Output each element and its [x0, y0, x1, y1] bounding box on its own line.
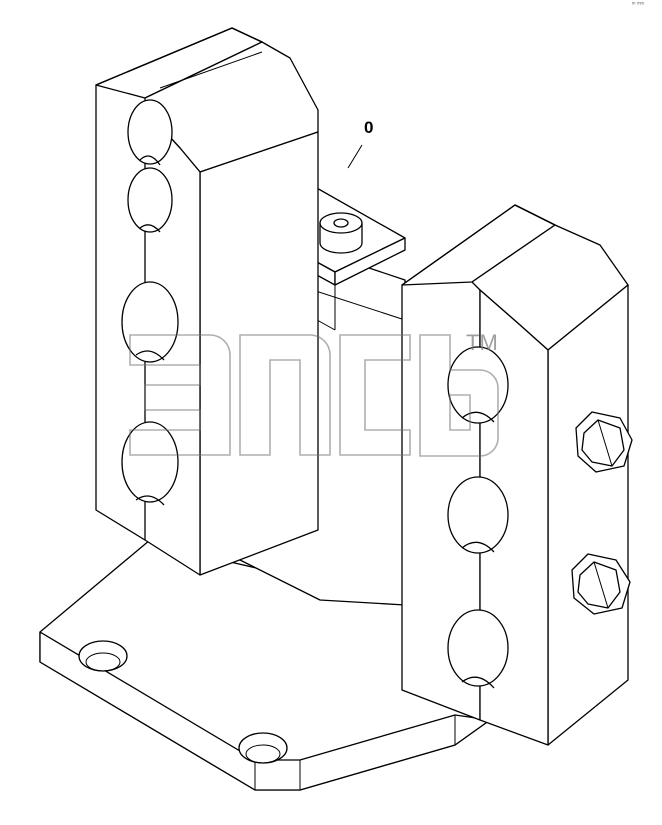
corner-mark: ᵐ ᵐᵐ — [632, 2, 644, 8]
stud-2 — [319, 212, 363, 254]
hex-bolt-upper — [575, 411, 633, 473]
left-bore-4 — [121, 421, 179, 503]
hex-bolt-lower — [571, 553, 631, 615]
left-clamp-block — [95, 27, 319, 576]
left-bore-1 — [127, 99, 173, 165]
base-hole-left — [78, 640, 128, 672]
right-clamp-block — [401, 204, 633, 746]
callout-leader — [347, 144, 363, 169]
part-callout-label: 0 — [364, 118, 374, 137]
right-bore-3 — [447, 609, 509, 687]
left-bore-2 — [127, 167, 173, 233]
watermark-logo — [129, 334, 499, 457]
left-bore-3 — [121, 281, 179, 363]
base-hole-front — [238, 732, 288, 764]
watermark-trademark: TM — [466, 330, 498, 355]
right-bore-2 — [447, 476, 509, 554]
right-bore-1 — [447, 346, 509, 424]
